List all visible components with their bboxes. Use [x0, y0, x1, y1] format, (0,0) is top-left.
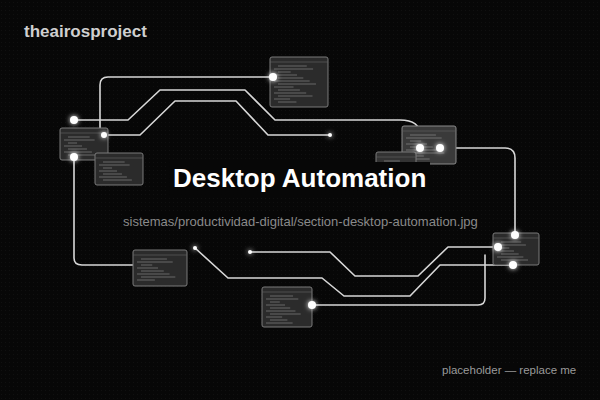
- title: Desktop Automation: [169, 162, 430, 195]
- placeholder-note: placeholder — replace me: [442, 364, 576, 376]
- window-thumbnails: [60, 57, 539, 327]
- file-path: sistemas/productividad-digital/section-d…: [123, 214, 478, 229]
- endpoint-dots: [70, 73, 519, 309]
- wires: [74, 77, 515, 305]
- watermark: theairosproject: [24, 22, 147, 42]
